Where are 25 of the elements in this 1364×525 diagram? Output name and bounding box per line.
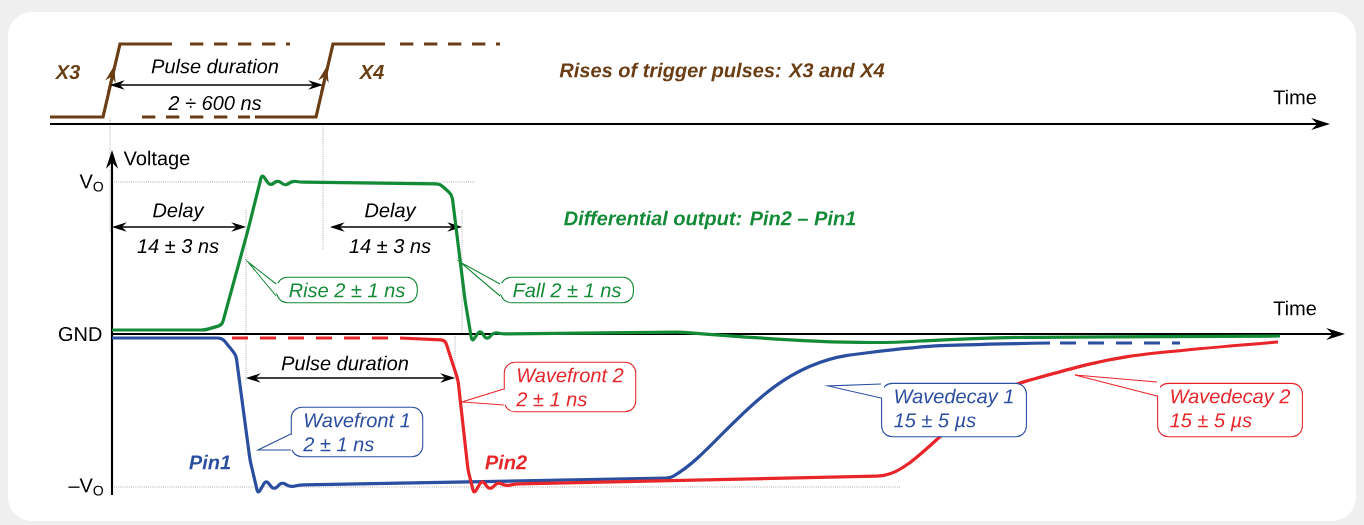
callout-box: Wavedecay 1 15 ± 5 µs [823,382,1027,438]
axis-label: Time [1273,300,1316,316]
callout-box: Wavedecay 2 15 ± 5 µs [1074,374,1303,438]
measurement-label: Delay [365,202,417,222]
signal-label: Pin1 [189,454,231,470]
axis-label: Time [1273,89,1316,105]
measurement-value: 14 ± 3 ns [349,238,431,254]
level-label: V$_{O}$ [79,174,104,192]
callout-box: Wavefront 1 2 ± 1 ns [255,406,424,458]
callout-box: Rise 2 ± 1 ns [244,258,418,304]
measurement-value: 2 ÷ 600 ns [168,95,262,111]
level-label: –V$_{O}$ [68,478,104,496]
caption-text: Differential output: Pin2 – Pin1 [564,210,856,230]
callout-box: Wavefront 2 2 ± 1 ns [459,361,637,413]
signal-label: X4 [358,65,384,79]
caption-text: Rises of trigger pulses: X3 and X4 [559,62,885,82]
level-label: GND [58,326,102,342]
callout-box: Fall 2 ± 1 ns [455,259,634,304]
signal-label: Pin2 [485,454,527,470]
signal-label: X3 [54,64,80,80]
axis-label: Voltage [123,150,190,170]
measurement-label: Pulse duration [281,355,408,371]
measurement-label: Delay [153,202,205,222]
measurement-value: 14 ± 3 ns [137,238,219,254]
measurement-label: Pulse duration [151,58,278,74]
